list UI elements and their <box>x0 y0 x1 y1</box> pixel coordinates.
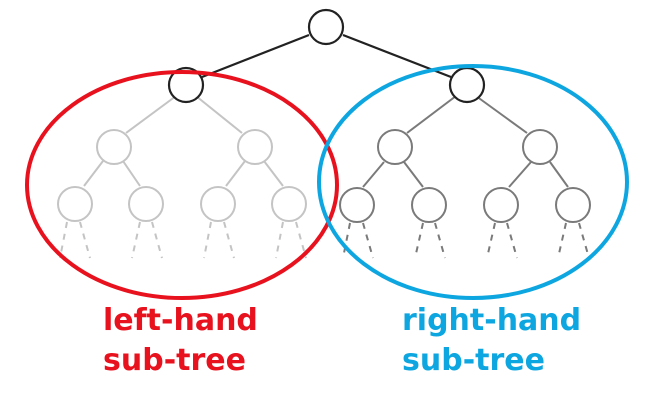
tree-node <box>57 186 93 222</box>
edge <box>125 95 177 134</box>
left-subtree-ellipse <box>25 70 339 300</box>
left-subtree-dashed-edges <box>59 221 307 259</box>
dashed-edge <box>131 221 141 259</box>
edge <box>122 160 141 187</box>
dashed-edge <box>578 222 590 259</box>
right-subtree-edges <box>362 95 569 188</box>
edge <box>549 161 569 188</box>
dashed-edge <box>342 222 351 259</box>
dashed-edge <box>151 221 163 259</box>
tree-node <box>555 187 591 223</box>
dashed-edge <box>486 222 496 259</box>
tree-node <box>128 186 164 222</box>
right-label-line2: sub-tree <box>402 343 545 378</box>
dashed-edge <box>79 221 91 259</box>
edge <box>475 95 528 134</box>
left-subtree-label: left-hand sub-tree <box>103 301 258 381</box>
tree-node <box>483 187 519 223</box>
left-label-line2: sub-tree <box>103 343 246 378</box>
right-child-node <box>448 66 486 104</box>
edge <box>403 161 424 188</box>
edge-root-left <box>201 33 310 79</box>
tree-node <box>522 129 558 165</box>
dashed-edge <box>434 222 446 259</box>
left-subtree-nodes <box>57 129 307 222</box>
right-subtree-ellipse <box>317 64 629 300</box>
dashed-edge <box>223 221 235 259</box>
right-subtree-nodes <box>339 129 591 223</box>
dashed-edge <box>59 221 68 259</box>
dashed-edge <box>203 221 212 259</box>
edge <box>362 161 385 188</box>
root-node <box>307 8 345 46</box>
right-label-line1: right-hand <box>402 303 582 338</box>
edge <box>83 160 104 187</box>
edge <box>225 160 246 187</box>
right-subtree-label: right-hand sub-tree <box>402 301 581 381</box>
tree-node <box>237 129 273 165</box>
dashed-edge <box>557 222 567 259</box>
edge <box>195 95 243 134</box>
left-label-line1: left-hand <box>103 303 258 338</box>
tree-node <box>377 129 413 165</box>
dashed-edge <box>275 221 284 259</box>
left-child-node <box>167 66 205 104</box>
edge <box>508 161 532 188</box>
tree-node <box>200 186 236 222</box>
edge <box>263 160 284 187</box>
top-nodes <box>167 8 486 104</box>
left-subtree-edges <box>83 95 284 187</box>
dashed-edge <box>362 222 374 259</box>
tree-node <box>411 187 447 223</box>
right-subtree-dashed-edges <box>342 222 590 259</box>
tree-node <box>96 129 132 165</box>
tree-node <box>339 187 375 223</box>
dashed-edge <box>506 222 518 259</box>
dashed-edge <box>414 222 424 259</box>
edge <box>406 95 457 134</box>
tree-node <box>271 186 307 222</box>
